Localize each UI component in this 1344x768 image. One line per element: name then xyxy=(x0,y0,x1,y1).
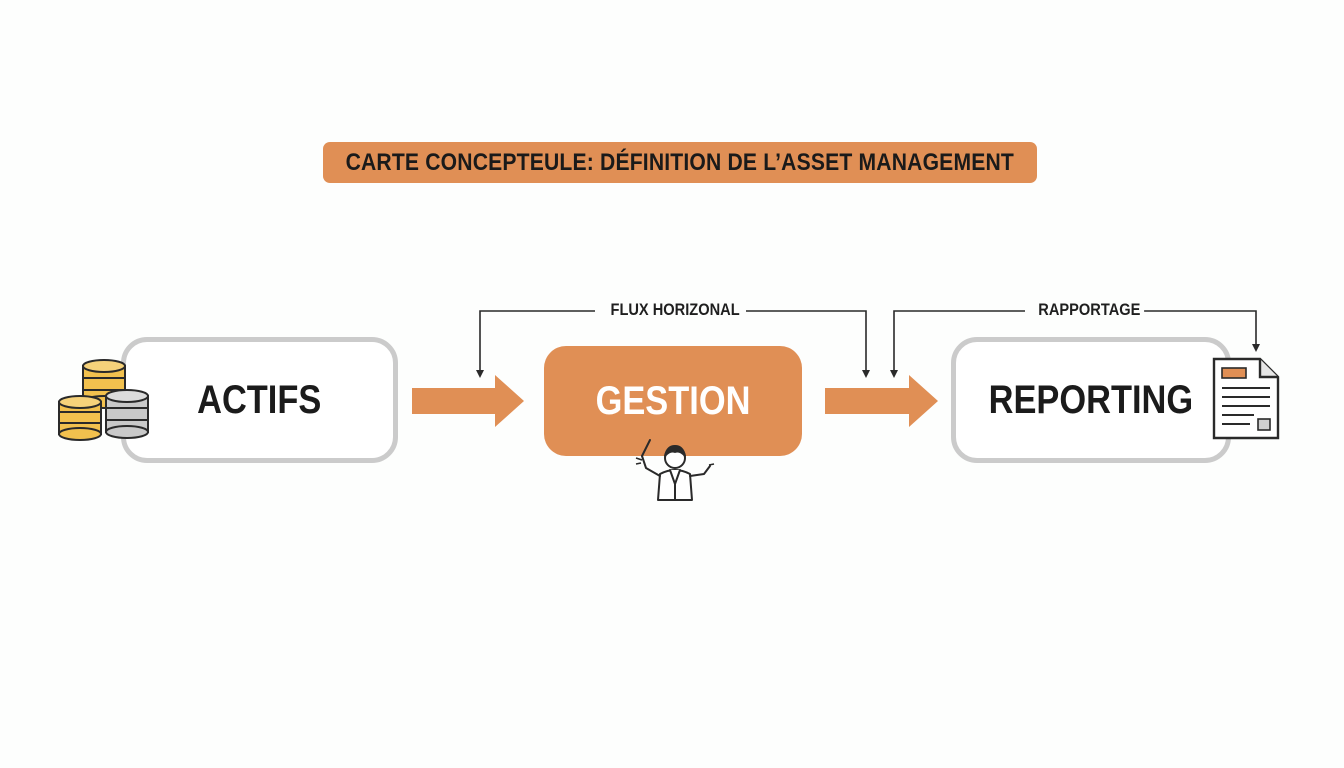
rapportage-connector xyxy=(890,310,1260,378)
flux-label: FLUX HORIZONAL xyxy=(607,300,744,320)
node-reporting: REPORTING xyxy=(951,337,1231,463)
node-gestion: GESTION xyxy=(544,346,802,456)
flux-connector xyxy=(476,310,870,378)
diagram-title: CARTE CONCEPTEULE: DÉFINITION DE L’ASSET… xyxy=(345,148,1015,176)
node-reporting-label: REPORTING xyxy=(988,377,1194,422)
node-actifs-label: ACTIFS xyxy=(197,377,322,422)
rapportage-label: RAPPORTAGE xyxy=(1034,300,1144,320)
node-gestion-label: GESTION xyxy=(595,378,751,423)
title-banner: CARTE CONCEPTEULE: DÉFINITION DE L’ASSET… xyxy=(323,142,1037,183)
conductor-icon xyxy=(630,434,720,504)
coin-stacks-icon xyxy=(56,356,152,444)
arrow-gestion-to-reporting xyxy=(825,375,938,427)
node-actifs: ACTIFS xyxy=(121,337,398,463)
document-report-icon xyxy=(1208,356,1282,442)
arrow-actifs-to-gestion xyxy=(412,375,524,427)
